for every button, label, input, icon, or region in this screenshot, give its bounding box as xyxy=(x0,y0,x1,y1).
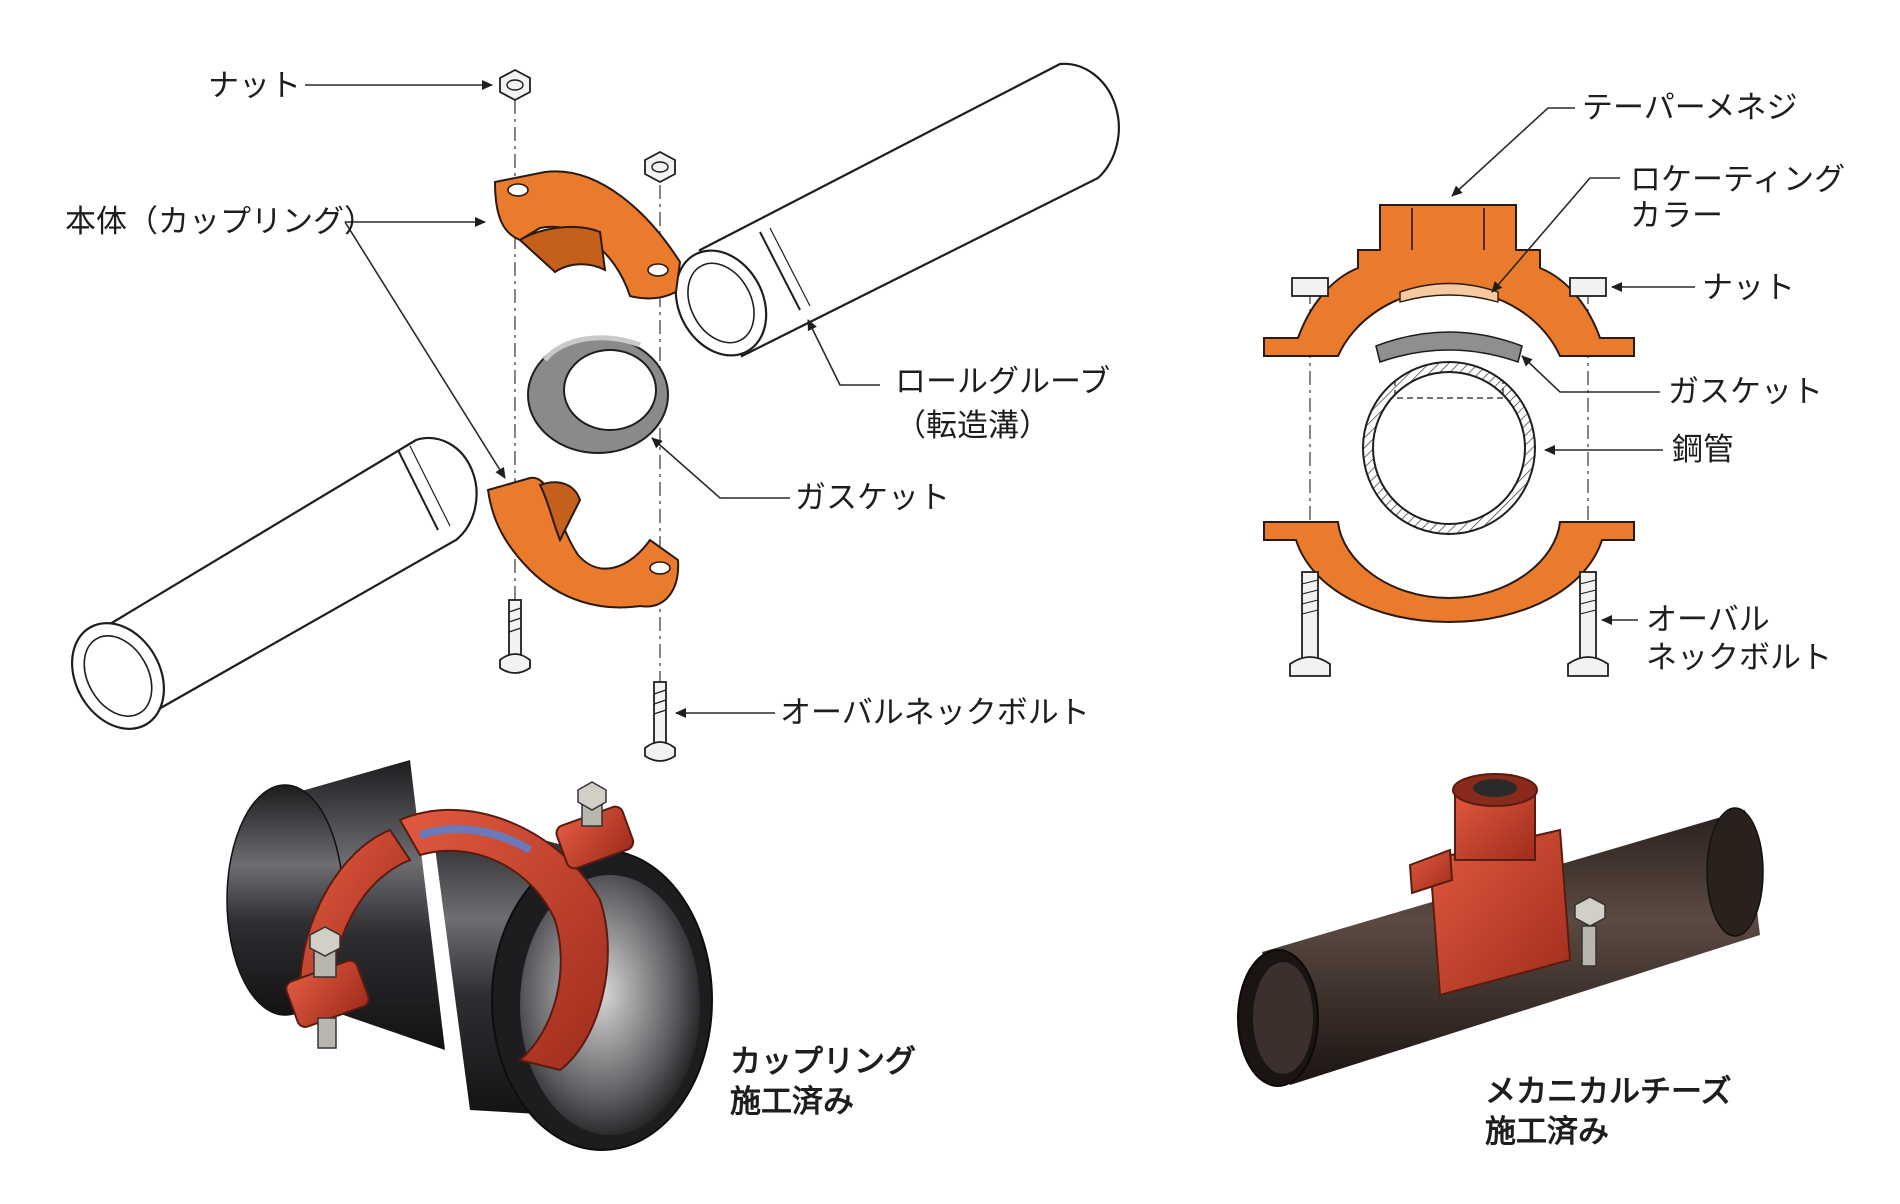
caption-tee-sub: 施工済み xyxy=(1485,1114,1609,1150)
tee-bolt-right xyxy=(1567,571,1609,677)
tee-steel-pipe xyxy=(1362,361,1536,535)
tee-nut-left xyxy=(1291,277,1329,297)
tee-bolt-left xyxy=(1289,571,1331,677)
label-nut: ナット xyxy=(208,68,301,104)
label-housing: 本体（カップリング） xyxy=(65,204,375,240)
label-roll-groove: ロールグルーブ xyxy=(895,364,1110,400)
caption-coupling: カップリング xyxy=(730,1044,916,1080)
label-roll-groove-sub: （転造溝） xyxy=(895,408,1050,444)
coupling-photo xyxy=(226,760,713,1151)
tee-nut-right xyxy=(1569,277,1607,297)
label-tee-bolt-sub: ネックボルト xyxy=(1646,640,1832,676)
tee-gasket xyxy=(1375,331,1523,364)
housing-lower xyxy=(486,476,680,609)
label-oval-neck-bolt: オーバルネックボルト xyxy=(780,695,1090,731)
tee-photo xyxy=(1237,773,1764,1087)
caption-tee: メカニカルチーズ xyxy=(1485,1074,1731,1110)
bolt-right xyxy=(644,681,676,762)
gasket-ring xyxy=(527,335,669,454)
exploded-view: ナット 本体（カップリング） ロールグルーブ （転造溝） ガスケット オーバルネ… xyxy=(65,62,1120,762)
tee-housing-upper xyxy=(1263,204,1635,357)
pipe-right xyxy=(674,62,1120,358)
nut-second xyxy=(644,150,676,184)
nut-top xyxy=(499,68,531,102)
housing-upper xyxy=(493,170,682,300)
label-tapered-thread: テーパーメネジ xyxy=(1582,90,1797,126)
section-view: テーパーメネジ ロケーティング カラー ナット ガスケット 鋼管 オーバル ネッ… xyxy=(1263,90,1845,677)
bolt-left xyxy=(499,599,531,674)
label-steel-pipe: 鋼管 xyxy=(1672,432,1734,468)
label-tee-bolt: オーバル xyxy=(1646,602,1770,638)
pipe-left xyxy=(70,437,478,730)
label-gasket: ガスケット xyxy=(795,480,950,516)
label-locating-collar-sub: カラー xyxy=(1630,198,1723,234)
label-locating-collar: ロケーティング xyxy=(1630,162,1845,198)
tee-housing-lower xyxy=(1263,521,1635,624)
label-tee-nut: ナット xyxy=(1702,270,1795,306)
caption-coupling-sub: 施工済み xyxy=(730,1084,854,1120)
label-tee-gasket: ガスケット xyxy=(1668,374,1823,410)
